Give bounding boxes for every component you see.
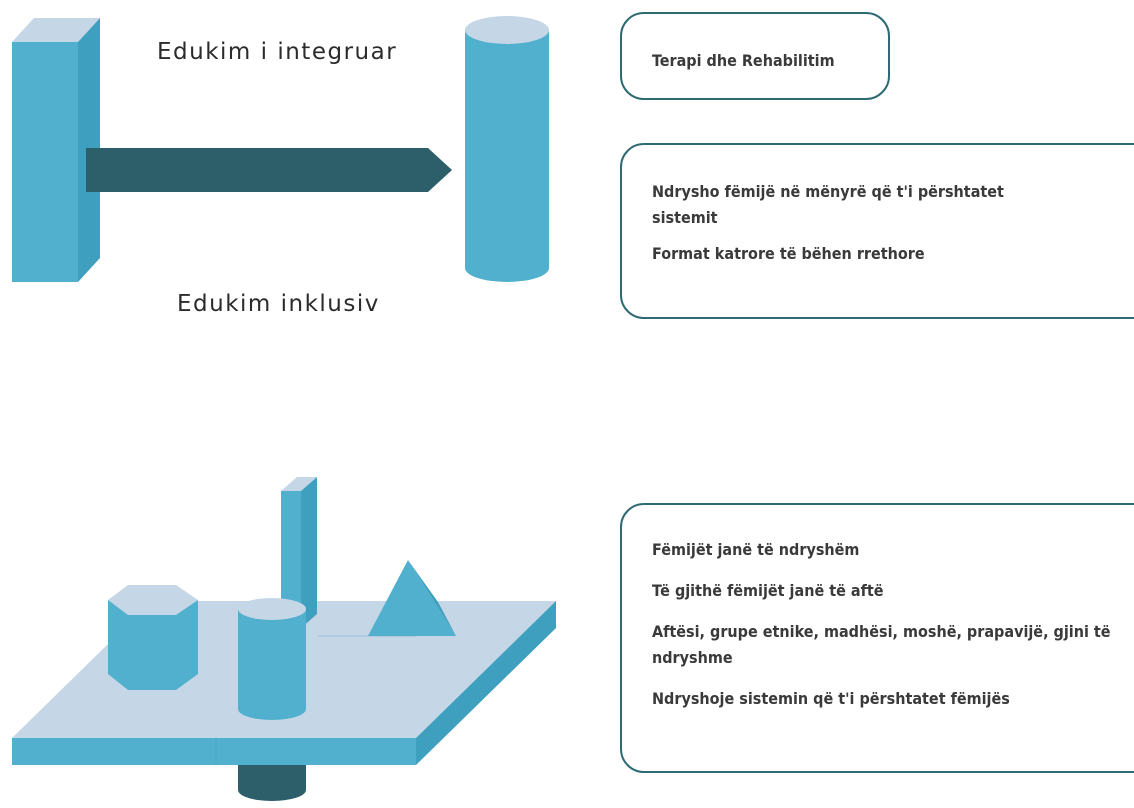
box-item: Ndrysho fëmijë në mënyrë që t'i përshtat… bbox=[652, 182, 1004, 227]
box-item: Të gjithë fëmijët janë të aftë bbox=[652, 581, 884, 600]
box-item: Terapi dhe Rehabilitim bbox=[652, 51, 835, 70]
box-item: Fëmijët janë të ndryshëm bbox=[652, 540, 860, 559]
therapy-box: Terapi dhe Rehabilitim bbox=[620, 12, 890, 100]
integration-notes-box: Ndrysho fëmijë në mënyrë që t'i përshtat… bbox=[620, 143, 1134, 319]
pyramid-icon bbox=[368, 560, 456, 636]
cylinder-icon bbox=[465, 16, 549, 282]
small-cylinder-icon bbox=[238, 598, 306, 720]
box-item: Aftësi, grupe etnike, madhësi, moshë, pr… bbox=[652, 622, 1111, 667]
arrow-icon bbox=[86, 148, 452, 192]
inclusive-education-title: Edukim inklusiv bbox=[177, 291, 380, 317]
integrated-education-title: Edukim i integruar bbox=[157, 39, 398, 65]
hexagonal-prism-icon bbox=[108, 585, 198, 690]
inclusive-notes-box: Fëmijët janë të ndryshëm Të gjithë fëmij… bbox=[620, 503, 1134, 773]
tall-prism-icon bbox=[281, 477, 317, 628]
box-item: Format katrore të bëhen rrethore bbox=[652, 244, 925, 263]
box-item: Ndryshoje sistemin që t'i përshtatet fëm… bbox=[652, 689, 1010, 708]
